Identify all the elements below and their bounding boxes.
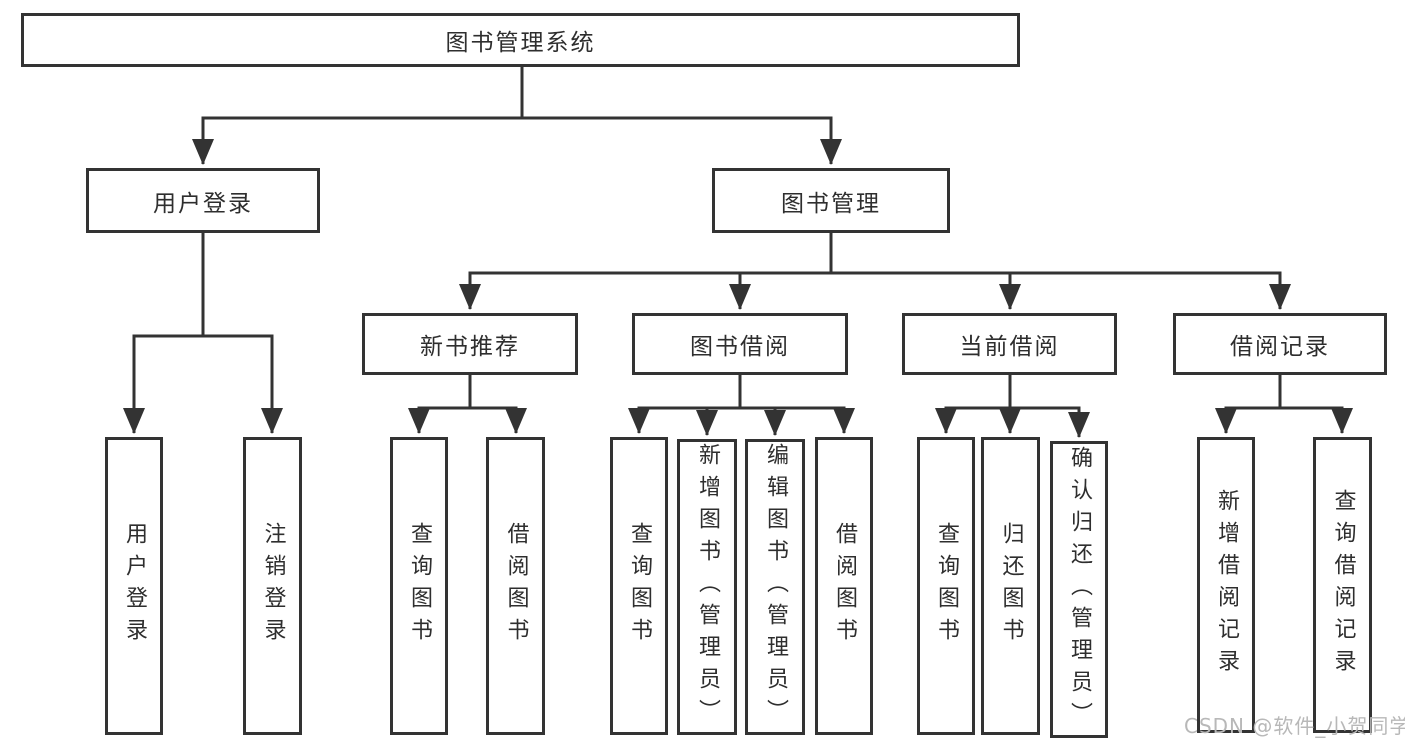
- leaf-label: 新增图书（管理员）: [695, 443, 720, 731]
- node-current-borrow: 当前借阅: [902, 313, 1117, 375]
- node-label: 用户登录: [153, 190, 253, 217]
- node-label: 当前借阅: [959, 334, 1060, 360]
- node-label: 图书管理: [781, 190, 881, 217]
- node-user-login: 用户登录: [86, 168, 320, 233]
- node-book-management: 图书管理: [712, 168, 950, 233]
- leaf-logout: 注销登录: [243, 437, 302, 735]
- leaf-label: 查询图书: [934, 522, 959, 650]
- leaf-label: 查询图书: [407, 522, 432, 650]
- leaf-add-books-admin: 新增图书（管理员）: [677, 439, 737, 735]
- leaf-query-borrow-record: 查询借阅记录: [1313, 437, 1372, 733]
- leaf-add-borrow-record: 新增借阅记录: [1197, 437, 1255, 733]
- leaf-label: 编辑图书（管理员）: [763, 443, 788, 731]
- leaf-label: 新增借阅记录: [1214, 489, 1239, 681]
- leaf-label: 归还图书: [998, 522, 1024, 650]
- leaf-label: 借阅图书: [832, 522, 857, 650]
- leaf-borrow-books: 借阅图书: [486, 437, 545, 735]
- node-label: 借阅记录: [1230, 334, 1330, 360]
- node-book-borrow: 图书借阅: [632, 313, 848, 375]
- leaf-label: 用户登录: [122, 522, 147, 650]
- node-label: 新书推荐: [420, 334, 520, 360]
- leaf-confirm-return-admin: 确认归还（管理员）: [1050, 441, 1108, 738]
- leaf-user-login: 用户登录: [105, 437, 163, 735]
- leaf-borrow-books: 借阅图书: [815, 437, 873, 735]
- leaf-return-books: 归还图书: [981, 437, 1040, 735]
- leaf-label: 确认归还（管理员）: [1067, 445, 1092, 734]
- node-new-book-recommend: 新书推荐: [362, 313, 578, 375]
- node-library-management-system: 图书管理系统: [21, 13, 1020, 67]
- node-borrow-records: 借阅记录: [1173, 313, 1387, 375]
- node-label: 图书管理系统: [445, 30, 596, 56]
- leaf-edit-books-admin: 编辑图书（管理员）: [745, 439, 805, 735]
- csdn-watermark: CSDN @软件_小贺同学: [1184, 714, 1405, 738]
- leaf-label: 查询图书: [627, 522, 652, 650]
- leaf-query-books: 查询图书: [917, 437, 975, 735]
- leaf-label: 注销登录: [260, 522, 286, 650]
- node-label: 图书借阅: [690, 334, 790, 360]
- leaf-query-books: 查询图书: [390, 437, 448, 735]
- leaf-label: 查询借阅记录: [1330, 489, 1356, 681]
- leaf-label: 借阅图书: [503, 522, 529, 650]
- leaf-query-books: 查询图书: [610, 437, 668, 735]
